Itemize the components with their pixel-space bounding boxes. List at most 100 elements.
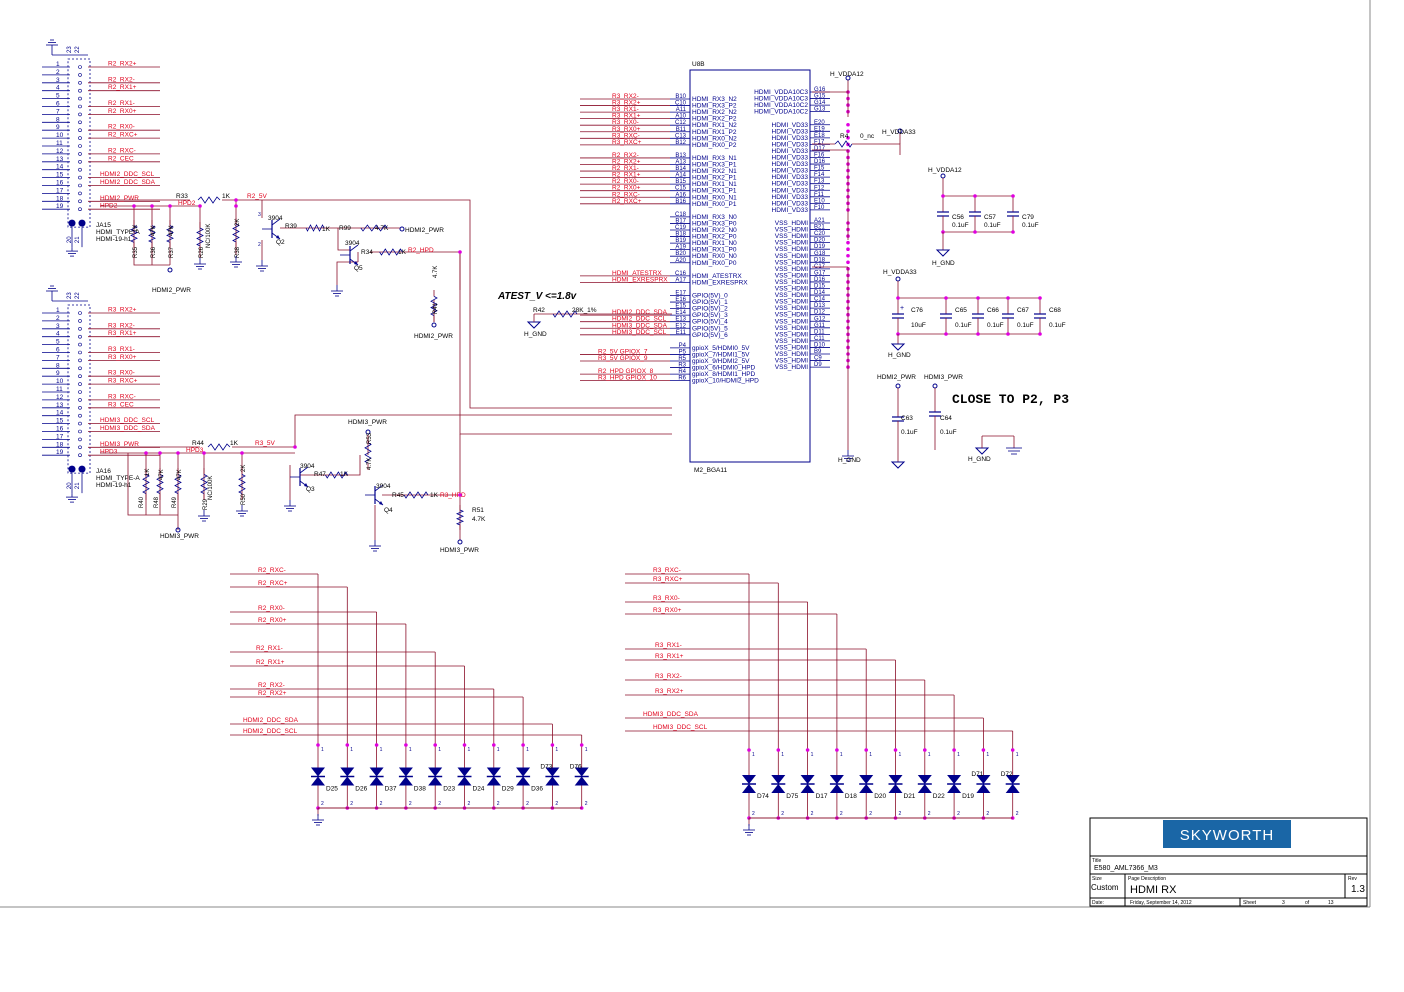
mount-pad bbox=[78, 465, 86, 473]
res-value: 1K bbox=[145, 469, 151, 476]
pin-name: gpioX_10/HDMI2_HPD bbox=[692, 378, 759, 385]
diode-tri bbox=[1005, 784, 1020, 793]
junction-dot bbox=[923, 748, 927, 752]
pin-number: 10 bbox=[56, 132, 64, 139]
atest-note: ATEST_V <=1.8v bbox=[497, 291, 578, 302]
tvs-diode-D23 bbox=[428, 745, 443, 808]
pin-name: VSS_HDMI bbox=[775, 351, 808, 358]
pwr-port bbox=[895, 383, 901, 389]
pin-pad bbox=[78, 437, 82, 442]
gnd-label: H_GND bbox=[932, 260, 955, 267]
pin-name: HDMI_ATESTRX bbox=[692, 273, 742, 280]
pin-number: 23 bbox=[67, 292, 73, 299]
pin-number: 9 bbox=[56, 370, 60, 377]
pin-number: 2 bbox=[555, 801, 558, 807]
diode-ref: D76 bbox=[570, 764, 582, 771]
res-ref: R48 bbox=[154, 496, 160, 508]
connector-part: HDMI-19-h1 bbox=[96, 482, 132, 489]
pin-name: gpioX_5/HDMI0_5V bbox=[692, 345, 750, 352]
diode-tri bbox=[859, 775, 874, 784]
net-label: R3_RX1+ bbox=[612, 113, 641, 120]
junction-dot bbox=[458, 493, 462, 497]
pin-name: HDMI_VD33 bbox=[772, 194, 809, 201]
desc-value: HDMI RX bbox=[1130, 884, 1177, 896]
ball-number: D15 bbox=[814, 284, 826, 290]
pin-name: VSS_HDMI bbox=[775, 358, 808, 365]
ball-number: A13 bbox=[675, 160, 686, 166]
ball-number: G16 bbox=[814, 87, 826, 93]
ball-number: D20 bbox=[814, 238, 826, 244]
pin-name: HDMI_RX1_P0 bbox=[692, 247, 737, 254]
pin-number: 22 bbox=[75, 292, 81, 299]
res-value: NC/100K bbox=[206, 224, 212, 248]
res-value: 1K bbox=[133, 225, 139, 232]
pin-name: VSS_HDMI bbox=[775, 364, 808, 371]
gnd-label: H_GND bbox=[888, 352, 911, 359]
pin-pad bbox=[78, 191, 82, 196]
net-label: R2_RX1- bbox=[108, 100, 135, 107]
junction-dot bbox=[198, 204, 202, 208]
ball-number: A20 bbox=[675, 258, 686, 264]
emitter-arrow bbox=[276, 235, 280, 239]
pin-pad bbox=[78, 136, 82, 140]
pin-number: 14 bbox=[56, 410, 64, 417]
res-ref: R50 bbox=[241, 493, 247, 505]
ball-number: F16 bbox=[814, 153, 825, 159]
ball-number: A21 bbox=[814, 218, 825, 224]
cap-value: 0.1uF bbox=[1022, 222, 1039, 229]
power-net: HDMI2_PWR bbox=[152, 287, 191, 294]
gnd-label: H_GND bbox=[968, 456, 991, 463]
diode-ref: D26 bbox=[355, 786, 367, 793]
junction-dot bbox=[846, 247, 850, 251]
ball-number: E20 bbox=[814, 120, 825, 126]
junction-dot bbox=[944, 332, 948, 336]
ball-number: E19 bbox=[814, 126, 825, 132]
pwr-port bbox=[365, 429, 371, 435]
junction-dot bbox=[846, 136, 850, 140]
pwr-port bbox=[399, 226, 405, 232]
ball-number: B20 bbox=[675, 251, 686, 257]
pin-name: HDMI_EXRESPRX bbox=[692, 279, 748, 286]
net-label: R2_HPD bbox=[408, 247, 434, 254]
pin-number: 3 bbox=[258, 212, 261, 218]
esd-array-hdmi3: R3_RXC-R3_RXC+R3_RX0-R3_RX0+R3_RX1-R3_RX… bbox=[625, 567, 1020, 836]
pin-number: 2 bbox=[957, 811, 960, 817]
ball-number: C19 bbox=[675, 225, 687, 231]
resistor-r50 bbox=[238, 474, 246, 494]
junction-dot bbox=[374, 743, 379, 747]
pin-name: HDMI_RX0_P0 bbox=[692, 260, 737, 267]
rev-label: Rev bbox=[1348, 876, 1357, 882]
pin-name: GPIO(5V)_5 bbox=[692, 325, 728, 332]
of-label: of bbox=[1305, 900, 1310, 906]
junction-dot bbox=[168, 204, 172, 208]
connector-ref: JA15 bbox=[96, 222, 111, 229]
res-value: 2K bbox=[235, 219, 241, 226]
hpd3-circuit bbox=[100, 414, 672, 540]
net-label: R2_RX1+ bbox=[108, 84, 137, 91]
pin-number: 1 bbox=[468, 747, 471, 753]
polarity: + bbox=[900, 305, 904, 312]
diode-ref: D19 bbox=[962, 793, 974, 800]
pin-pad bbox=[78, 120, 82, 125]
diode-tri bbox=[947, 784, 962, 793]
tvs-diode-D38 bbox=[398, 745, 413, 808]
junction-dot bbox=[579, 743, 584, 747]
pin-name: HDMI_RX3_P1 bbox=[692, 162, 737, 169]
pin-name: HDMI_VDDA10C3 bbox=[754, 96, 808, 103]
pin-name: HDMI_RX2_N1 bbox=[692, 168, 737, 175]
net-label: R2_HPD GPIOX_8 bbox=[598, 368, 654, 375]
ball-number: B14 bbox=[675, 166, 686, 172]
ball-number: R3 bbox=[678, 363, 686, 369]
pin-pad bbox=[78, 207, 82, 211]
net-label: R3_RX1+ bbox=[655, 653, 684, 660]
cap-value: 0.1uF bbox=[1049, 322, 1066, 329]
ball-number: G17 bbox=[814, 270, 826, 276]
pin-name: HDMI_RX0_N1 bbox=[692, 194, 737, 201]
pin-number: 2 bbox=[468, 801, 471, 807]
res-ref: R34 bbox=[361, 249, 373, 256]
pin-name: HDMI_RX3_P0 bbox=[692, 220, 737, 227]
pwr-port bbox=[431, 322, 437, 328]
